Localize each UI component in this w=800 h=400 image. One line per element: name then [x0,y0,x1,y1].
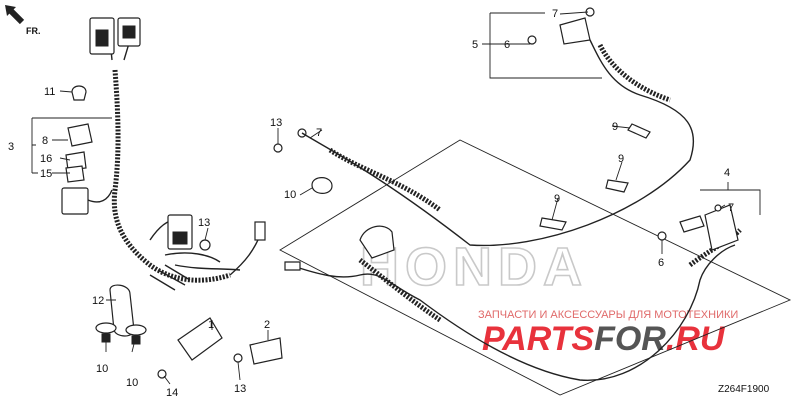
callout-6-lower: 6 [658,257,664,269]
battery-cables [284,7,742,381]
harness-clip-11 [71,85,87,101]
connector-c-socket [172,231,188,245]
band-9-lower [539,217,567,231]
negative-cable-sleeve [358,258,442,323]
bolt-6-top [527,35,537,45]
watermark: HONDA ЗАПЧАСТИ И АКСЕССУАРЫ ДЛЯ МОТОТЕХН… [359,236,738,358]
nut-7-lower [714,204,722,212]
front-direction-indicator: FR. [5,5,41,36]
callout-3: 3 [8,141,14,153]
callout-10-left: 10 [96,363,108,375]
connector-a-socket [95,29,109,47]
bolt-6-lower [657,231,667,241]
callout-7-lower: 7 [728,202,734,214]
bracket-1 [177,317,223,361]
connector-b-socket [122,25,136,39]
hose-clamp-10-left [95,322,117,334]
watermark-brand-part-2: FOR [594,320,666,358]
callout-7-cable: 7 [316,127,322,139]
terminal-boot [359,225,395,259]
ground-cable-sleeve [688,228,742,268]
harness-loom [111,69,231,283]
ground-terminal [284,261,301,271]
clamp-10-cable [311,177,333,194]
band-9-middle [605,179,629,193]
positive-cable [301,39,695,247]
callout-9-lower: 9 [554,193,560,205]
main-wire-harness [89,17,266,291]
bolt-13-bracket [233,353,243,363]
callout-5: 5 [472,39,478,51]
callout-1: 1 [208,319,214,331]
terminal-cover-4 [704,204,739,251]
harness-branch-wires [149,218,241,271]
callout-4: 4 [724,167,730,179]
callout-13-cable: 13 [270,117,282,129]
terminal-4-lug [679,215,705,233]
small-parts [71,85,333,379]
band-9-upper [627,123,651,139]
front-arrow-head-icon [5,5,16,16]
callout-13-harness: 13 [198,217,210,229]
watermark-brand-outline: HONDA [360,237,588,297]
group-bracket-5 [489,13,602,79]
callout-labels: 3 8 16 15 11 13 12 10 10 1 2 14 13 13 7 … [8,8,734,399]
callout-12: 12 [92,295,104,307]
watermark-caption: ЗАПЧАСТИ И АКСЕССУАРЫ ДЛЯ МОТОТЕХНИКИ [478,309,738,321]
bracket-2 [249,337,283,365]
callout-13-bracket: 13 [234,383,246,395]
fuse [65,151,87,171]
callout-15: 15 [40,168,52,180]
callout-2: 2 [264,319,270,331]
callout-9-middle: 9 [618,153,624,165]
harness-terminal [254,221,266,241]
callout-leaders [31,11,729,385]
cable-sleeve-mid [328,147,442,213]
cable-group-outline [279,139,792,396]
negative-cable [289,244,736,381]
fuse-spare [65,165,85,183]
callout-10-right: 10 [126,377,138,389]
fuse-holder-wire [87,189,113,203]
watermark-brand-name: PARTSFOR.RU [482,320,726,358]
terminal-cover-5 [559,17,591,45]
callout-8: 8 [42,135,48,147]
callout-14: 14 [166,387,178,399]
front-label: FR. [26,26,41,36]
callout-7-top: 7 [552,8,558,20]
fuse-cover [67,123,93,147]
harness-terminal-leads [149,264,191,291]
bolt-13-cable [273,143,283,153]
callout-10-cable: 10 [284,189,296,201]
callout-6-top: 6 [504,39,510,51]
callout-16: 16 [40,153,52,165]
watermark-brand-part-1: PARTS [482,320,594,358]
callout-11: 11 [44,86,55,98]
positive-cable-sleeve [597,43,671,103]
fuse-holder [61,187,89,215]
bolt-13-harness [199,239,211,251]
fuse-holder-assembly [61,123,113,215]
diagram-code: Z264F1900 [718,384,770,395]
hose-clamp-10-right [125,324,147,336]
callout-9-upper: 9 [612,121,618,133]
group-bracket-4 [700,189,761,215]
